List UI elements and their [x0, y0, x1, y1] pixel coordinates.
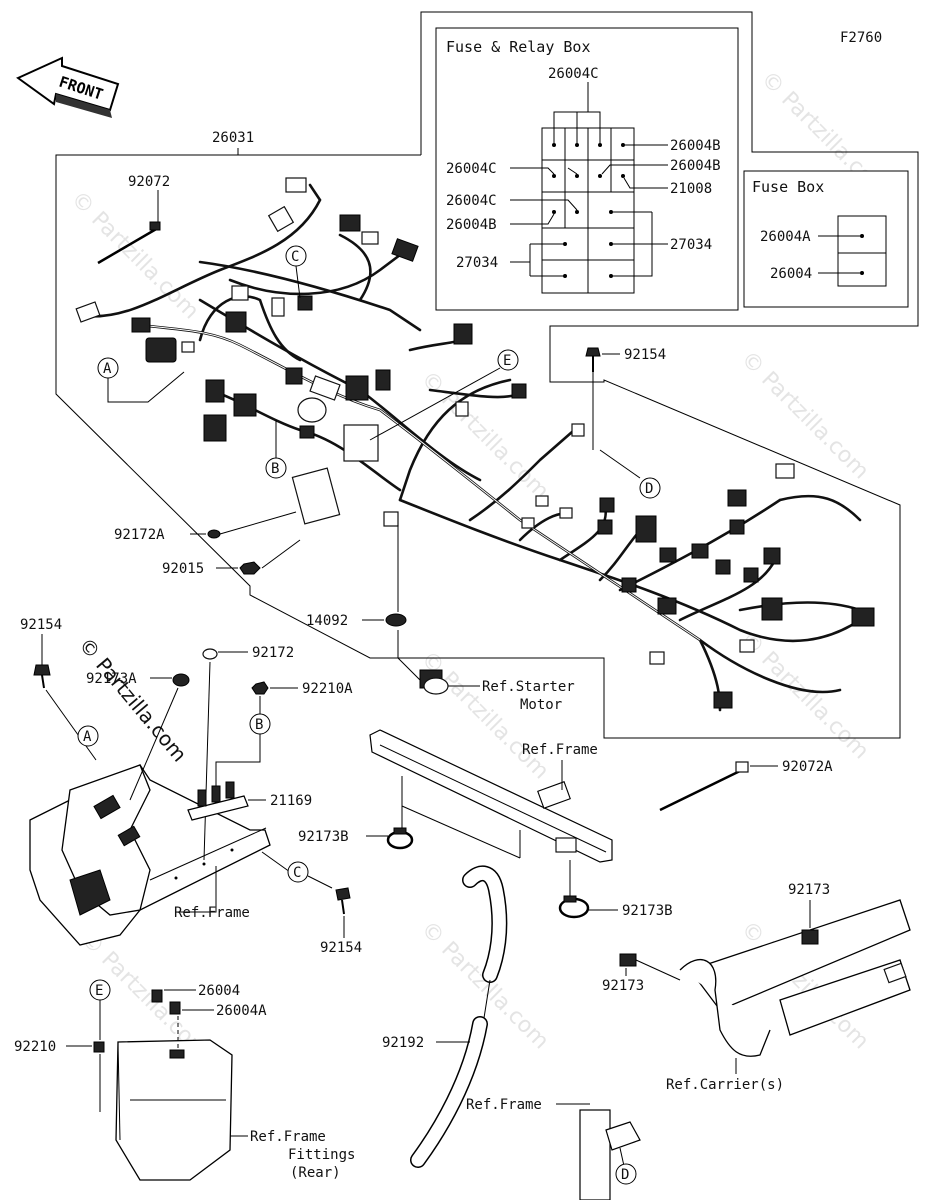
callout-letter: D	[645, 481, 653, 497]
figure-code: F2760	[840, 30, 882, 46]
label-92154: 92154	[20, 617, 62, 633]
label-92173B: 92173B	[622, 903, 673, 919]
callout-letter: E	[503, 353, 511, 369]
label-92172A: 92172A	[114, 527, 165, 543]
fuse-relay-box-panel: Fuse & Relay Box	[435, 27, 739, 311]
label-26004A: 26004A	[216, 1003, 267, 1019]
label-26004C: 26004C	[446, 161, 497, 177]
label-21008: 21008	[670, 181, 712, 197]
label-92192: 92192	[382, 1035, 424, 1051]
clip-92173A: 92173A	[86, 671, 190, 801]
nut-92210A: 92210A	[251, 681, 353, 714]
label-92210A: 92210A	[302, 681, 353, 697]
callout-letter: E	[95, 983, 103, 999]
label-92173: 92173	[602, 978, 644, 994]
ref-starter-motor-line1: Ref.Starter	[482, 679, 575, 695]
ref-starter-motor-line2: Motor	[520, 697, 562, 713]
callout-letter: B	[255, 717, 263, 733]
callout-A-top: A	[97, 357, 185, 403]
ref-frame-bottom: Ref.Frame D	[466, 1097, 641, 1200]
hose-92192: 92192	[382, 865, 508, 1168]
label-92210: 92210	[14, 1039, 56, 1055]
label-26004C: 26004C	[548, 66, 599, 82]
bolt-92154-top: 92154	[585, 347, 666, 450]
fuse-box-panel: Fuse Box 26004A 26004	[743, 170, 909, 308]
callout-A-bottom: A	[77, 725, 99, 747]
fuse-box-body	[837, 215, 887, 287]
cable-tie-92072: 92072	[97, 174, 170, 265]
label-92072: 92072	[128, 174, 170, 190]
bracket-21169: 21169	[187, 781, 312, 821]
label-26004: 26004	[198, 983, 240, 999]
label-26004: 26004	[770, 266, 812, 282]
ref-fittings-line1: Ref.Frame	[250, 1129, 326, 1145]
ref-fittings-line2: Fittings	[288, 1147, 355, 1163]
bolt-92154-bottom: 92154	[320, 887, 362, 956]
cable-tie-92072A: 92072A	[659, 759, 833, 812]
starter-motor-connector: Ref.Starter Motor	[397, 630, 575, 713]
harness-group-outline	[55, 11, 919, 739]
callout-letter: C	[291, 249, 299, 265]
watermark: © Partzilla.com	[736, 627, 874, 765]
label-26031: 26031	[212, 130, 254, 146]
clamp-92173B-right: 92173B	[558, 860, 673, 919]
ref-frame-middle: Ref.Frame	[369, 729, 613, 863]
clamp-92173B-left: 92173B	[298, 827, 414, 850]
harness-connectors	[75, 177, 875, 709]
label-92173A: 92173A	[86, 671, 137, 687]
ref-carrier-frame: 92173 92173 Ref.Carrier(s)	[602, 882, 911, 1093]
ref-frame-bottom-label: Ref.Frame	[466, 1097, 542, 1113]
label-27034: 27034	[670, 237, 712, 253]
callout-letter: A	[83, 729, 92, 745]
label-26004B: 26004B	[670, 158, 721, 174]
label-92173: 92173	[788, 882, 830, 898]
label-92173B: 92173B	[298, 829, 349, 845]
label-26004C: 26004C	[446, 193, 497, 209]
callout-B-top: B	[265, 420, 287, 479]
screw-92172: 92172	[202, 645, 294, 861]
ref-fittings-line3: (Rear)	[290, 1165, 341, 1181]
ref-frame-fittings: E 92210 26004 26004A Ref.Frame Fittings …	[14, 979, 355, 1181]
label-92015: 92015	[162, 561, 204, 577]
ref-frame-left: Ref.Frame	[174, 866, 250, 921]
bolt-92154-left: 92154	[20, 617, 97, 761]
callout-C-top: C	[285, 245, 307, 299]
fuse-box-title: Fuse Box	[752, 178, 824, 196]
screw-92172A: 92172A	[114, 511, 297, 543]
fuse-relay-box-title: Fuse & Relay Box	[446, 38, 591, 56]
ref-carriers-label: Ref.Carrier(s)	[666, 1077, 784, 1093]
ref-frame-middle-label: Ref.Frame	[522, 742, 598, 758]
callout-letter: B	[271, 461, 279, 477]
label-92172: 92172	[252, 645, 294, 661]
callout-letter: D	[621, 1167, 629, 1183]
callout-B-bottom: B	[215, 713, 271, 800]
front-arrow-icon: FRONT	[16, 56, 120, 118]
label-92072A: 92072A	[782, 759, 833, 775]
left-frame-assembly	[29, 764, 271, 946]
label-26004B: 26004B	[446, 217, 497, 233]
nut-92015: 92015	[162, 539, 301, 577]
watermark: © Partzilla.com	[66, 187, 204, 325]
label-26004A: 26004A	[760, 229, 811, 245]
label-14092: 14092	[306, 613, 348, 629]
grommet-14092: 14092	[306, 525, 407, 629]
callout-D-top: D	[599, 449, 661, 499]
label-92154: 92154	[320, 940, 362, 956]
label-26004B: 26004B	[670, 138, 721, 154]
watermark: © Partzilla.com	[736, 347, 874, 485]
callout-C-bottom: C	[261, 851, 333, 889]
ref-frame-left-label: Ref.Frame	[174, 905, 250, 921]
label-21169: 21169	[270, 793, 312, 809]
callout-letter: C	[293, 865, 301, 881]
callout-E-top: E	[369, 349, 519, 441]
label-92154: 92154	[624, 347, 666, 363]
callout-letter: A	[103, 361, 112, 377]
watermark-dark: © Partzilla.com	[74, 633, 192, 767]
label-27034: 27034	[456, 255, 498, 271]
